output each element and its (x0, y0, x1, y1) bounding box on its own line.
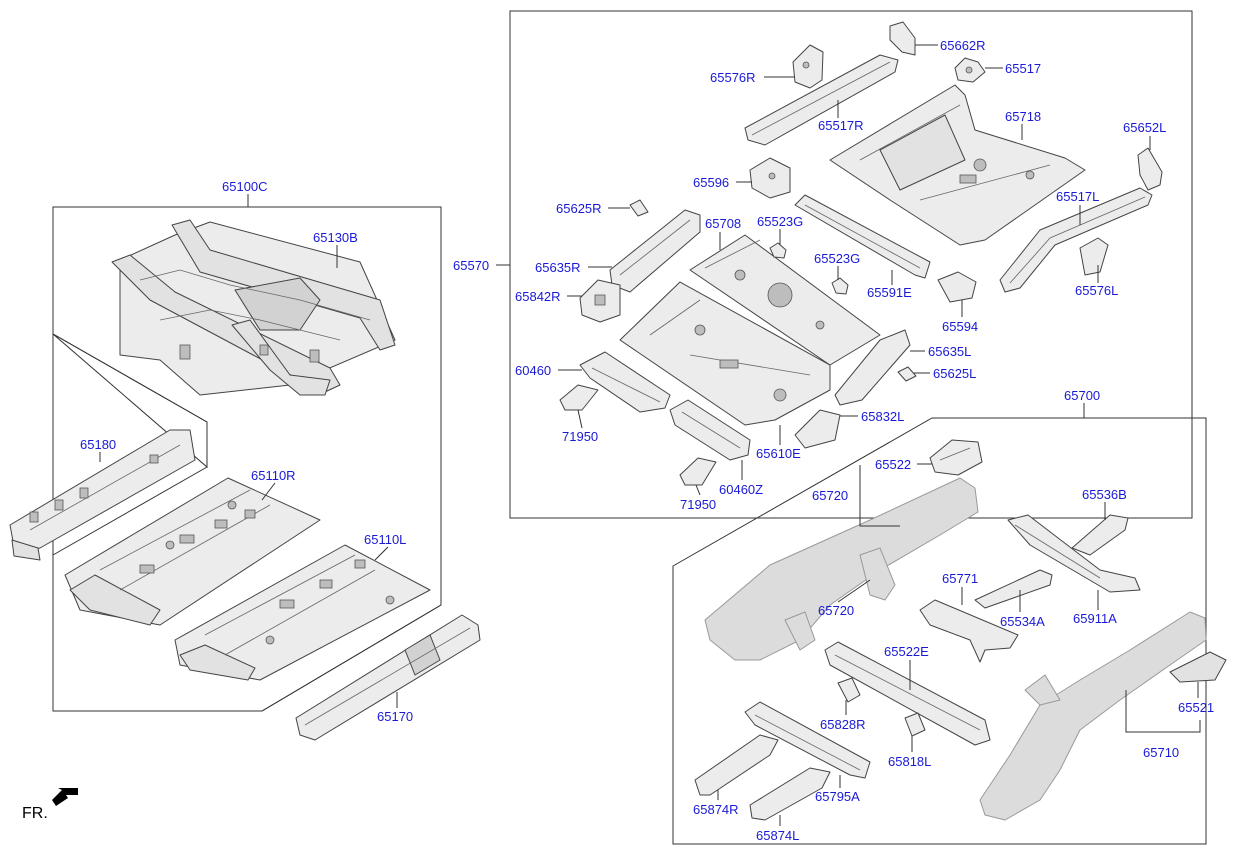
part-65828r-bracket[interactable] (837, 677, 861, 703)
part-65517-cap[interactable] (954, 57, 986, 83)
part-65130b-front-floor[interactable] (111, 219, 396, 396)
part-65180-side-member[interactable] (9, 429, 196, 561)
label-65662r[interactable]: 65662R (940, 38, 986, 53)
part-65110l-floor-panel-lh[interactable] (174, 544, 431, 681)
label-65818l[interactable]: 65818L (888, 754, 931, 769)
label-65522[interactable]: 65522 (875, 457, 911, 472)
part-65635l-rail[interactable] (834, 329, 911, 406)
label-65771[interactable]: 65771 (942, 571, 978, 586)
part-65517r-rail[interactable] (744, 54, 899, 146)
label-65652l[interactable]: 65652L (1123, 120, 1166, 135)
label-71950-a[interactable]: 71950 (562, 429, 598, 444)
label-65180[interactable]: 65180 (80, 437, 116, 452)
label-65170[interactable]: 65170 (377, 709, 413, 724)
label-65710[interactable]: 65710 (1143, 745, 1179, 760)
part-71950-b-pad[interactable] (679, 457, 717, 486)
part-65110r-floor-panel-rh[interactable] (64, 477, 321, 626)
label-65594[interactable]: 65594 (942, 319, 978, 334)
part-65523g-b[interactable] (831, 277, 849, 295)
label-65576r[interactable]: 65576R (710, 70, 756, 85)
label-65635l[interactable]: 65635L (928, 344, 971, 359)
part-65610e-floor-panel[interactable] (619, 281, 831, 426)
label-65720-a[interactable]: 65720 (812, 488, 848, 503)
part-65842r-bracket[interactable] (579, 279, 621, 323)
part-60460z-bracket[interactable] (669, 399, 751, 461)
part-65708-floor-panel[interactable] (689, 234, 881, 366)
label-65130b[interactable]: 65130B (313, 230, 358, 245)
label-65110l[interactable]: 65110L (364, 532, 406, 547)
leader-lines (99, 44, 1201, 826)
part-65534a-bracket[interactable] (974, 569, 1053, 609)
label-60460[interactable]: 60460 (515, 363, 551, 378)
label-65536b[interactable]: 65536B (1082, 487, 1127, 502)
label-65570[interactable]: 65570 (453, 258, 489, 273)
label-65517l[interactable]: 65517L (1056, 189, 1099, 204)
part-65625r-clip[interactable] (629, 199, 649, 217)
label-65795a[interactable]: 65795A (815, 789, 860, 804)
label-65523g-b[interactable]: 65523G (814, 251, 860, 266)
part-71950-a-pad[interactable] (559, 384, 599, 411)
front-direction-label: FR. (22, 805, 48, 822)
label-65522e[interactable]: 65522E (884, 644, 929, 659)
label-65700[interactable]: 65700 (1064, 388, 1100, 403)
part-65523g-a[interactable] (769, 242, 787, 259)
label-65718[interactable]: 65718 (1005, 109, 1041, 124)
part-65652l-bracket[interactable] (1137, 147, 1163, 191)
label-65911a[interactable]: 65911A (1073, 611, 1117, 626)
part-65874r-bracket[interactable] (694, 734, 779, 796)
part-65521-bracket[interactable] (1169, 651, 1227, 683)
label-65828r[interactable]: 65828R (820, 717, 866, 732)
part-65591e-crossmember[interactable] (794, 194, 931, 279)
label-65591e[interactable]: 65591E (867, 285, 912, 300)
part-65170-side-member[interactable] (295, 614, 481, 741)
part-65718-rear-floor[interactable] (829, 84, 1086, 246)
part-65596-bracket[interactable] (749, 157, 791, 199)
part-65662r-bracket[interactable] (889, 21, 916, 56)
part-65832l-bracket[interactable] (794, 409, 841, 449)
part-65517l-rail[interactable] (999, 187, 1153, 293)
part-65795a-side-member[interactable] (744, 701, 871, 779)
label-65596[interactable]: 65596 (693, 175, 729, 190)
label-65720-b[interactable]: 65720 (818, 603, 854, 618)
label-65534a[interactable]: 65534A (1000, 614, 1045, 629)
part-65536b-bracket[interactable] (1071, 514, 1129, 556)
label-65100c[interactable]: 65100C (222, 179, 268, 194)
part-65625l-clip[interactable] (897, 366, 917, 382)
part-65911a-crossmember[interactable] (1007, 514, 1141, 593)
label-65708[interactable]: 65708 (705, 216, 741, 231)
label-65832l[interactable]: 65832L (861, 409, 904, 424)
label-65625l[interactable]: 65625L (933, 366, 976, 381)
label-60460z[interactable]: 60460Z (719, 482, 763, 497)
group-box-65100c-edge (52, 206, 442, 712)
part-65874l-bracket[interactable] (749, 767, 831, 821)
part-65818l-bracket[interactable] (904, 712, 926, 737)
label-65517r[interactable]: 65517R (818, 118, 864, 133)
part-65576l-bracket[interactable] (1079, 237, 1109, 276)
part-65720-rear-side-member[interactable] (704, 477, 979, 661)
part-65522e-crossmember[interactable] (824, 641, 991, 746)
front-arrow-icon (52, 788, 78, 806)
front-direction-indicator: FR. (22, 788, 78, 822)
part-60460-bracket[interactable] (579, 351, 671, 413)
label-65576l[interactable]: 65576L (1075, 283, 1118, 298)
part-65576r-bracket[interactable] (792, 44, 824, 89)
part-65594-bracket[interactable] (937, 271, 977, 303)
label-65521[interactable]: 65521 (1178, 700, 1214, 715)
label-65874r[interactable]: 65874R (693, 802, 739, 817)
label-65523g-a[interactable]: 65523G (757, 214, 803, 229)
label-65874l[interactable]: 65874L (756, 828, 799, 843)
label-65625r[interactable]: 65625R (556, 201, 602, 216)
part-number-labels: 65100C 65130B 65180 65110R 65110L 65170 … (80, 38, 1214, 843)
label-65635r[interactable]: 65635R (535, 260, 581, 275)
label-71950-b[interactable]: 71950 (680, 497, 716, 512)
label-65610e[interactable]: 65610E (756, 446, 801, 461)
label-65110r[interactable]: 65110R (251, 468, 296, 483)
part-65635r-rail[interactable] (609, 209, 701, 293)
label-65842r[interactable]: 65842R (515, 289, 561, 304)
part-65522-bracket[interactable] (929, 439, 983, 476)
label-65517[interactable]: 65517 (1005, 61, 1041, 76)
part-65771-bracket[interactable] (919, 599, 1019, 663)
part-65710-rear-side-member[interactable] (979, 611, 1207, 821)
